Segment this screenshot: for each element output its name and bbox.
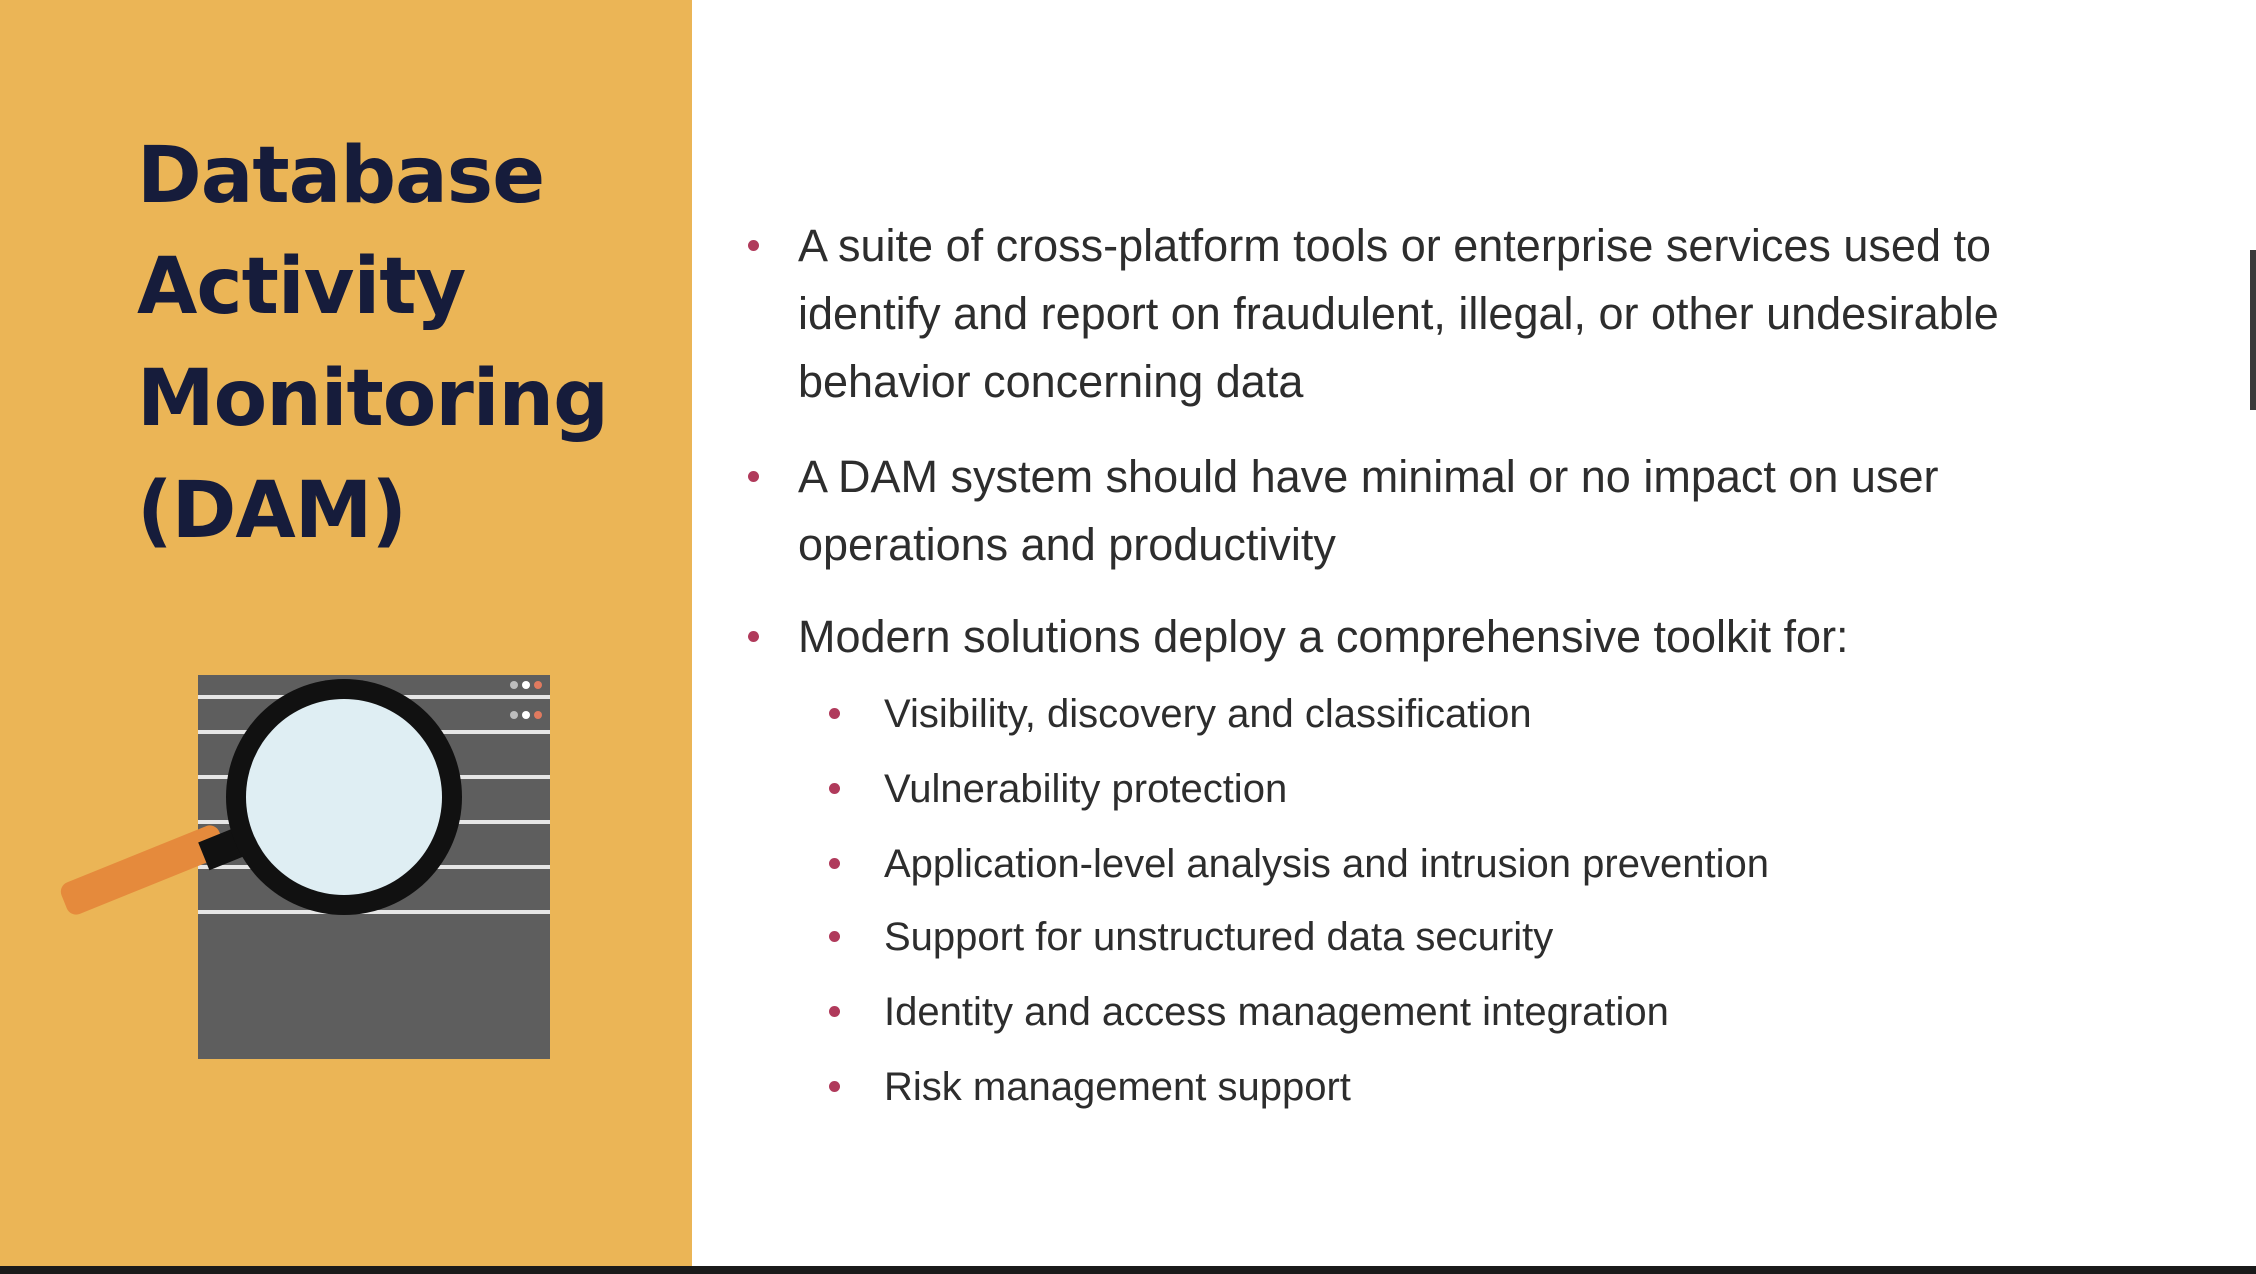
bullet-line: operations and productivity bbox=[798, 519, 1336, 570]
bullet-list: A suite of cross-platform tools or enter… bbox=[692, 0, 2256, 1274]
sub-bullet-text: Risk management support bbox=[884, 1065, 1351, 1109]
bullet-dot-icon bbox=[829, 708, 840, 719]
content-panel: A suite of cross-platform tools or enter… bbox=[692, 0, 2256, 1274]
bullet-line: Modern solutions deploy a comprehensive … bbox=[798, 611, 1849, 662]
bottom-edge-bar bbox=[0, 1266, 2256, 1274]
bullet-item: A suite of cross-platform tools or enter… bbox=[748, 212, 1999, 416]
bullet-line: behavior concerning data bbox=[798, 356, 1304, 407]
sub-bullet-text: Visibility, discovery and classification bbox=[884, 692, 1532, 736]
bullet-line: A suite of cross-platform tools or enter… bbox=[798, 220, 1992, 271]
bullet-line: A DAM system should have minimal or no i… bbox=[798, 451, 1939, 502]
sub-bullet-item: Vulnerability protection bbox=[829, 759, 1288, 819]
slide-title-line-3: Monitoring bbox=[137, 354, 609, 444]
database-search-illustration bbox=[60, 675, 550, 1059]
sub-bullet-text: Application-level analysis and intrusion… bbox=[884, 842, 1769, 886]
bullet-line: identify and report on fraudulent, illeg… bbox=[798, 288, 1999, 339]
bullet-dot-icon bbox=[748, 471, 759, 482]
bullet-item: Modern solutions deploy a comprehensive … bbox=[748, 603, 1849, 671]
bullet-dot-icon bbox=[748, 240, 759, 251]
bullet-dot-icon bbox=[829, 1006, 840, 1017]
bullet-dot-icon bbox=[829, 783, 840, 794]
sub-bullet-item: Identity and access management integrati… bbox=[829, 982, 1669, 1042]
sub-bullet-item: Visibility, discovery and classification bbox=[829, 684, 1532, 744]
bullet-item: A DAM system should have minimal or no i… bbox=[748, 443, 1939, 579]
sub-bullet-item: Risk management support bbox=[829, 1057, 1351, 1117]
slide-title-line-2: Activity bbox=[137, 242, 466, 332]
sub-bullet-item: Application-level analysis and intrusion… bbox=[829, 834, 1769, 894]
left-title-panel: Database Activity Monitoring (DAM) bbox=[0, 0, 692, 1274]
bullet-dot-icon bbox=[829, 858, 840, 869]
bullet-dot-icon bbox=[748, 631, 759, 642]
scrollbar-thumb[interactable] bbox=[2250, 250, 2256, 410]
bullet-dot-icon bbox=[829, 1081, 840, 1092]
sub-bullet-text: Vulnerability protection bbox=[884, 767, 1288, 811]
sub-bullet-text: Identity and access management integrati… bbox=[884, 990, 1669, 1034]
bullet-dot-icon bbox=[829, 931, 840, 942]
slide-title-line-1: Database bbox=[137, 131, 545, 221]
sub-bullet-item: Support for unstructured data security bbox=[829, 907, 1554, 967]
magnifying-glass-icon bbox=[60, 679, 462, 915]
sub-bullet-text: Support for unstructured data security bbox=[884, 915, 1554, 959]
slide-title-line-4: (DAM) bbox=[137, 466, 407, 556]
